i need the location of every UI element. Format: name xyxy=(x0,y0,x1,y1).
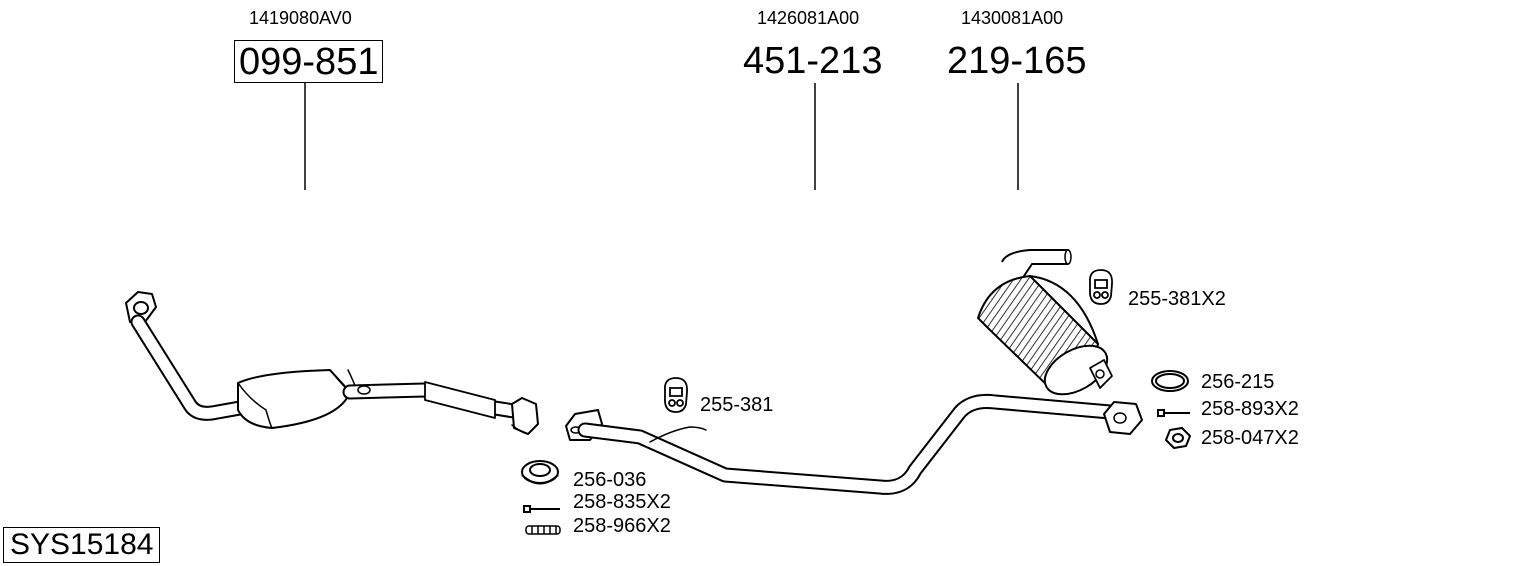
label-gasket-rear[interactable]: 256-215 xyxy=(1201,371,1275,393)
part-number-2[interactable]: 451-213 xyxy=(743,40,883,82)
hanger-rear-icon[interactable] xyxy=(1089,269,1113,305)
front-pipe-catalyst[interactable] xyxy=(125,291,539,435)
label-bolt-front[interactable]: 258-835X2 xyxy=(573,491,671,513)
label-nut-rear[interactable]: 258-047X2 xyxy=(1201,427,1299,449)
nut-rear-icon[interactable] xyxy=(1164,426,1192,450)
oem-number-2: 1426081A00 xyxy=(757,8,860,28)
label-hanger-middle[interactable]: 255-381 xyxy=(700,394,774,416)
hanger-middle-icon[interactable] xyxy=(664,377,688,413)
bolt-rear-icon[interactable] xyxy=(1157,409,1190,417)
middle-pipe[interactable] xyxy=(565,394,1143,495)
part-number-1[interactable]: 099-851 xyxy=(234,40,384,83)
rear-muffler[interactable] xyxy=(977,249,1115,404)
oem-number-3: 1430081A00 xyxy=(961,8,1064,28)
label-gasket-front[interactable]: 256-036 xyxy=(573,469,647,491)
gasket-front-icon[interactable] xyxy=(521,460,559,485)
gasket-rear-icon[interactable] xyxy=(1151,370,1189,392)
label-hanger-rear[interactable]: 255-381X2 xyxy=(1128,288,1226,310)
system-code: SYS15184 xyxy=(3,527,161,563)
bolt-front-icon[interactable] xyxy=(523,505,560,513)
oem-number-1: 1419080AV0 xyxy=(249,8,352,28)
label-bolt-rear[interactable]: 258-893X2 xyxy=(1201,398,1299,420)
spring-front-icon[interactable] xyxy=(525,525,561,535)
label-spring-front[interactable]: 258-966X2 xyxy=(573,515,671,537)
part-number-3[interactable]: 219-165 xyxy=(947,40,1087,82)
